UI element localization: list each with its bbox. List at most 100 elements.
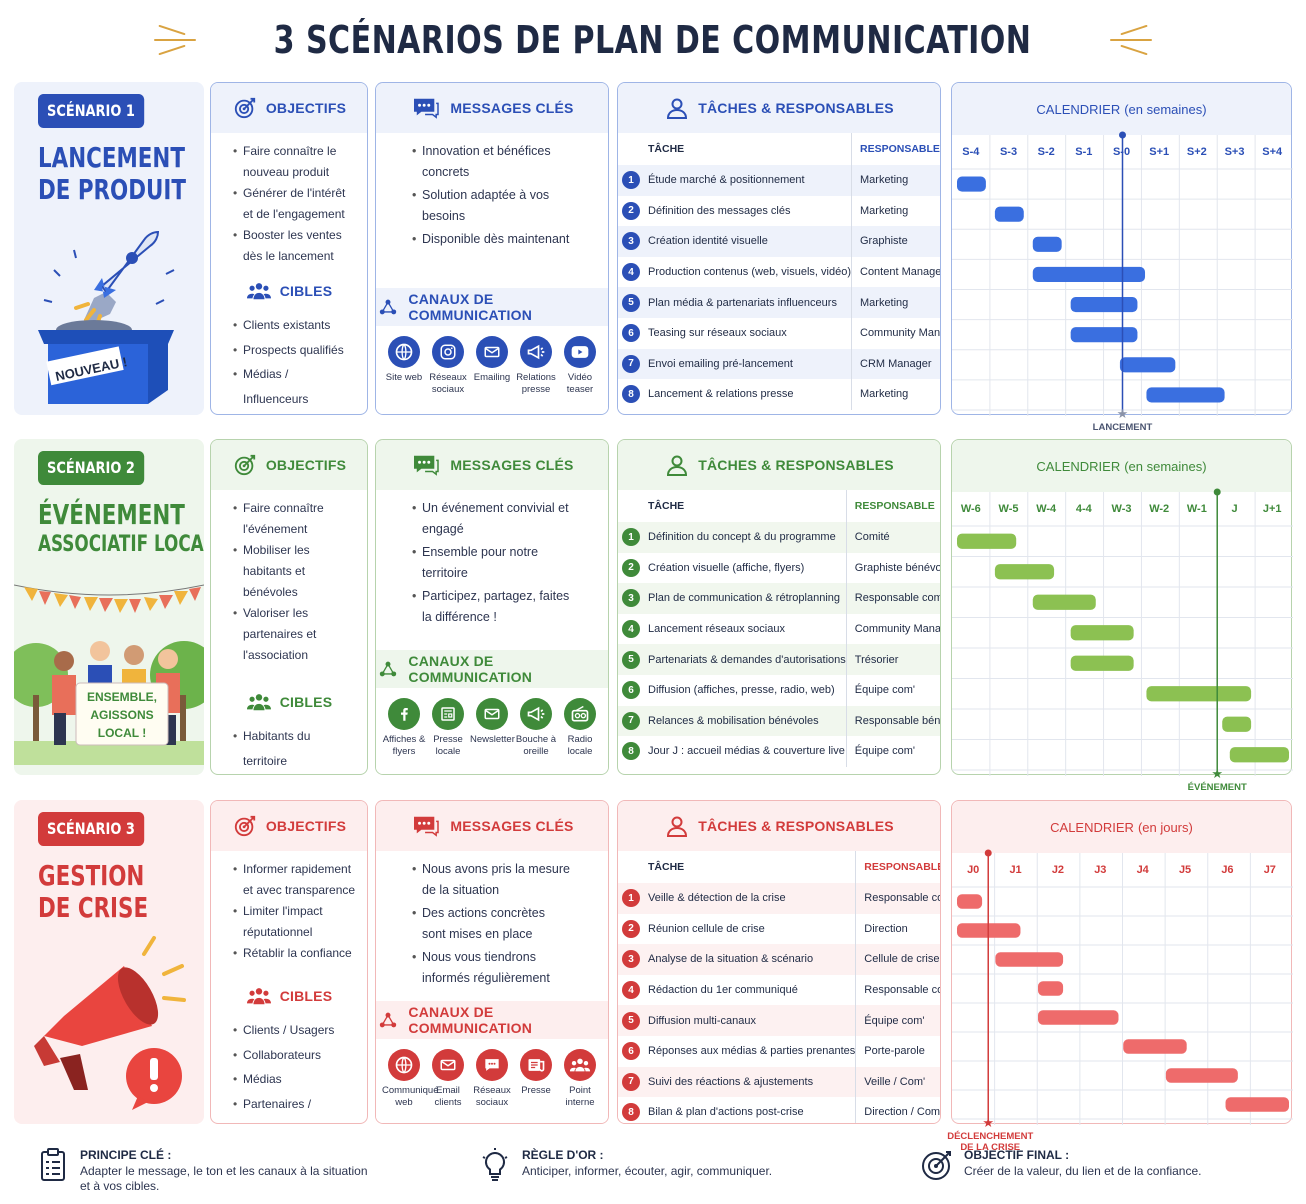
channel-item[interactable]: Affiches & flyers [382, 698, 426, 758]
channels-header: CANAUX DE COMMUNICATION [376, 650, 608, 688]
team-icon [564, 1049, 596, 1081]
calendar-label: W-2 [1149, 503, 1170, 515]
footer-title: OBJECTIF FINAL : [964, 1148, 1070, 1162]
task-name: Réunion cellule de crise [648, 922, 765, 935]
task-responsible: Marketing [851, 379, 940, 410]
messages-list: Un événement convivial et engagéEnsemble… [376, 490, 608, 628]
calendar-label: S-1 [1075, 146, 1093, 158]
objective-item: Limiter l'impact réputationnel [233, 901, 357, 943]
channel-item[interactable]: Bouche à oreille [514, 698, 558, 758]
col-task-header: TÂCHE [648, 143, 685, 155]
facebook-icon [388, 698, 420, 730]
channel-item[interactable]: Réseaux sociaux [426, 336, 470, 396]
people-icon [246, 983, 272, 1009]
task-responsible: Responsable bénévoles [845, 705, 940, 737]
channel-item[interactable]: Presse locale [426, 698, 470, 758]
channel-label: Bouche à oreille [515, 734, 557, 757]
col-responsible-header: RESPONSABLE [855, 851, 940, 883]
scenario-title-line1: GESTION [38, 859, 145, 892]
target-item: Clients / Usagers [233, 1018, 357, 1043]
task-responsible: Porte-parole [855, 1035, 940, 1067]
task-row: 8 Bilan & plan d'actions post-crise Dire… [618, 1097, 940, 1123]
channel-item[interactable]: Newsletter [470, 698, 515, 758]
gantt-bar [1037, 1010, 1119, 1025]
calendar-label: 4-4 [1075, 503, 1092, 515]
channel-item[interactable]: Emailing [470, 336, 514, 396]
message-item: Innovation et bénéfices concrets [412, 141, 598, 183]
megaphone-alert-illustration [34, 936, 186, 1110]
task-row: 6 Réponses aux médias & parties prenante… [618, 1035, 940, 1067]
target-icon [232, 95, 258, 121]
task-row: 2 Réunion cellule de crise Direction [618, 913, 940, 945]
message-item: Participez, partagez, faites la différen… [412, 586, 598, 628]
task-responsible: Graphiste bénévole [845, 552, 940, 584]
task-name: Envoi emailing pré-lancement [648, 357, 793, 370]
task-name: Plan de communication & rétroplanning [648, 592, 841, 605]
globe-icon [388, 336, 420, 368]
channel-item[interactable]: Communiqué web [382, 1049, 439, 1109]
channel-item[interactable]: Presse [514, 1049, 558, 1109]
calendar-header: CALENDRIER (en semaines) [952, 83, 1291, 135]
tasks-header: TÂCHES & RESPONSABLES [618, 440, 940, 490]
task-responsible: Marketing [851, 165, 940, 196]
task-number: 1 [618, 522, 640, 553]
people-icon [246, 689, 272, 715]
task-name: Suivi des réactions & ajustements [648, 1075, 814, 1088]
task-responsible: Content Manager [851, 256, 940, 288]
channel-item[interactable]: Site web [382, 336, 426, 396]
email-icon [432, 1049, 464, 1081]
task-number: 7 [618, 1067, 640, 1098]
task-responsible: Responsable com' [845, 583, 940, 614]
channels-list: Affiches & flyers Presse locale Newslett… [376, 688, 608, 758]
targets-header: CIBLES [211, 682, 367, 722]
channel-label: Presse locale [433, 734, 463, 757]
calendar-header: CALENDRIER (en semaines) [952, 440, 1291, 492]
objectives-label: OBJECTIFS [265, 818, 347, 834]
tasks-label: TÂCHES & RESPONSABLES [698, 100, 894, 116]
channel-item[interactable]: Point interne [558, 1049, 602, 1109]
target-item: Habitants du territoire [233, 724, 357, 773]
objectives-header: OBJECTIFS [211, 83, 367, 133]
header: 3 SCÉNARIOS DE PLAN DE COMMUNICATION [0, 0, 1306, 80]
footer-title: PRINCIPE CLÉ : [80, 1148, 172, 1162]
task-row: 6 Diffusion (affiches, presse, radio, we… [618, 674, 940, 706]
task-responsible: Responsable com' [855, 974, 940, 1006]
target-icon [922, 1151, 951, 1180]
calendar-label: S-3 [999, 146, 1018, 158]
task-row: 1 Veille & détection de la crise Respons… [618, 883, 940, 914]
email-icon [476, 698, 508, 730]
channel-item[interactable]: Vidéo teaser [558, 336, 602, 396]
channel-item[interactable]: Réseaux sociaux [470, 1049, 514, 1109]
channel-label: Affiches & flyers [382, 734, 426, 757]
scenario-hero: SCÉNARIO 1 LANCEMENT DE PRODUIT NOUVEAU … [14, 82, 204, 415]
task-number: 6 [618, 675, 640, 706]
chat-icon [410, 813, 442, 839]
channel-item[interactable]: Email clients [426, 1049, 470, 1109]
task-row: 2 Définition des messages clés Marketing [618, 195, 940, 227]
tasks-label: TÂCHES & RESPONSABLES [698, 457, 894, 473]
page-title: 3 SCÉNARIOS DE PLAN DE COMMUNICATION [274, 18, 1032, 62]
channels-list: Site web Réseaux sociaux Emailing Relati… [376, 326, 608, 396]
task-name: Lancement & relations presse [648, 388, 794, 401]
objectives-header: OBJECTIFS [211, 801, 367, 851]
channel-label: Presse [521, 1085, 551, 1096]
calendar-label: J5 [1178, 864, 1192, 876]
objective-item: Rétablir la confiance [233, 943, 357, 964]
calendar-label: J7 [1263, 864, 1276, 876]
gantt-bar [1070, 327, 1138, 343]
task-row: 7 Suivi des réactions & ajustements Veil… [618, 1066, 940, 1098]
person-icon [664, 813, 690, 839]
target-item: Collaborateurs [233, 1043, 357, 1068]
task-row: 8 Lancement & relations presse Marketing [618, 379, 940, 410]
channel-item[interactable]: Radio locale [558, 698, 602, 758]
channel-item[interactable]: Relations presse [514, 336, 558, 396]
objectives-label: OBJECTIFS [265, 100, 347, 116]
calendar-label: J4 [1136, 864, 1149, 876]
task-row: 5 Plan média & partenariats influenceurs… [618, 287, 940, 318]
